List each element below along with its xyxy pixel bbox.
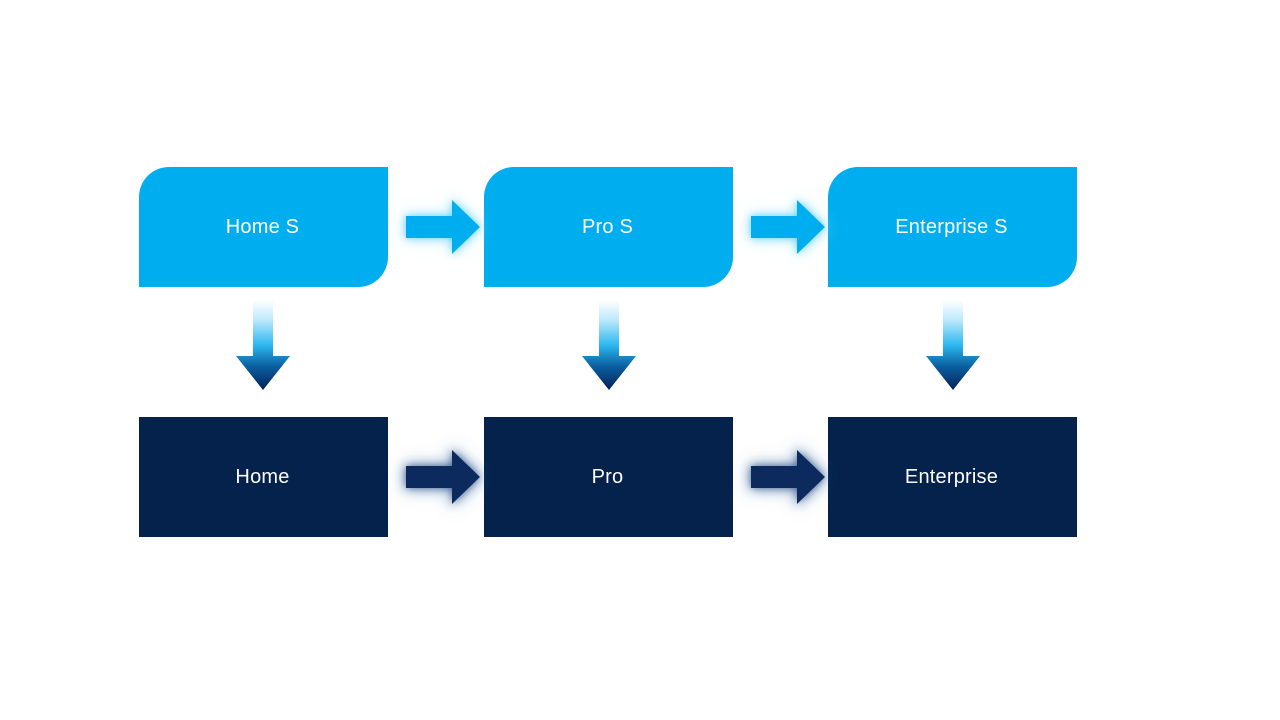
arrow-down-icon	[578, 300, 640, 392]
node-enterprise[interactable]: Enterprise	[828, 417, 1077, 537]
node-label: Enterprise	[904, 466, 999, 488]
node-label: Home S	[225, 216, 300, 238]
node-label: Home	[235, 466, 290, 488]
node-pro-s[interactable]: Pro S	[484, 167, 733, 287]
node-home[interactable]: Home	[139, 417, 388, 537]
arrow-right-icon	[400, 444, 486, 510]
arrow-down-icon	[922, 300, 984, 392]
node-home-s[interactable]: Home S	[139, 167, 388, 287]
arrow-right-icon	[745, 194, 831, 260]
node-enterprise-s[interactable]: Enterprise S	[828, 167, 1077, 287]
node-pro[interactable]: Pro	[484, 417, 733, 537]
node-label: Enterprise S	[895, 216, 1008, 238]
node-label: Pro S	[581, 216, 634, 238]
arrow-right-icon	[745, 444, 831, 510]
arrow-right-icon	[400, 194, 486, 260]
arrow-down-icon	[232, 300, 294, 392]
node-label: Pro	[591, 466, 624, 488]
